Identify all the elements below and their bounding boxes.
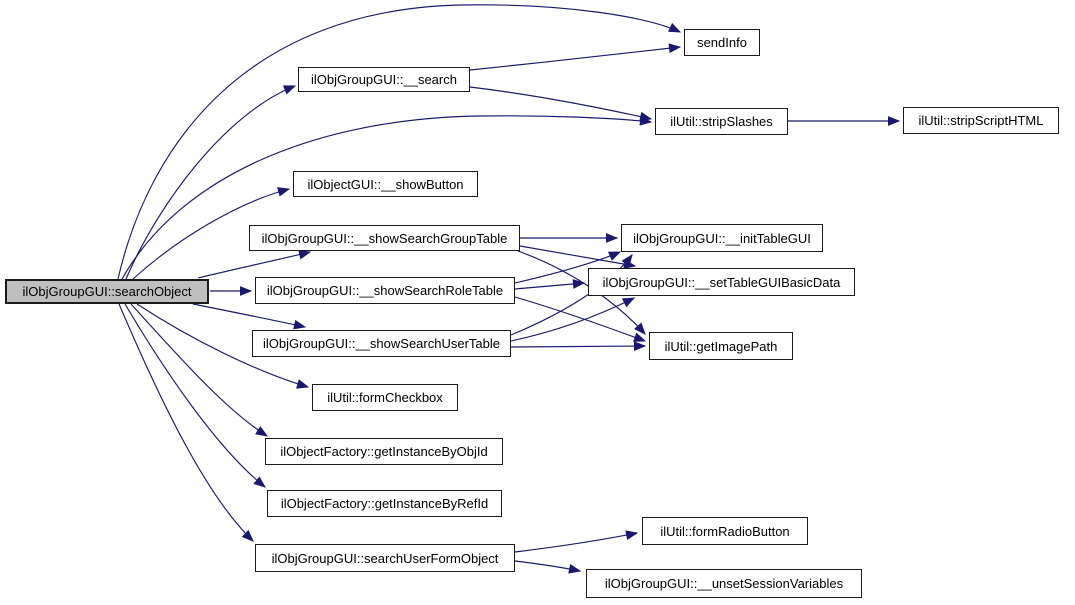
edge-search-stripSlashes — [469, 86, 653, 122]
edge-searchObject-getInstanceByRefId — [124, 303, 266, 488]
node-getImagePath[interactable]: ilUtil::getImagePath — [649, 332, 793, 360]
edge-showSearchUserTable-getImagePath — [510, 341, 647, 351]
node-setTableGUIBasicData[interactable]: ilObjGroupGUI::__setTableGUIBasicData — [588, 268, 855, 296]
node-stripSlashes[interactable]: ilUtil::stripSlashes — [655, 108, 788, 135]
node-showSearchUserTable[interactable]: ilObjGroupGUI::__showSearchUserTable — [252, 330, 511, 357]
edge-searchObject-getInstanceByObjId — [130, 303, 269, 437]
node-search[interactable]: ilObjGroupGUI::__search — [298, 67, 470, 92]
edge-showSearchGroupTable-setTableGUIBasicData — [519, 245, 637, 269]
edge-showSearchRoleTable-initTableGUI — [514, 251, 622, 284]
edge-showSearchRoleTable-setTableGUIBasicData — [514, 279, 586, 290]
edge-searchUserFormObject-formRadioButton — [514, 530, 639, 553]
node-formCheckbox[interactable]: ilUtil::formCheckbox — [312, 384, 458, 411]
edge-searchUserFormObject-unsetSessionVariables — [514, 560, 582, 574]
node-stripScriptHTML[interactable]: ilUtil::stripScriptHTML — [903, 107, 1059, 134]
edge-searchObject-sendInfo — [117, 4, 682, 280]
edge-searchObject-searchUserFormObject — [118, 303, 254, 542]
edge-searchObject-showButton — [132, 187, 291, 280]
edge-searchObject-formCheckbox — [136, 303, 310, 389]
node-sendInfo[interactable]: sendInfo — [684, 29, 760, 56]
node-getInstanceByRefId[interactable]: ilObjectFactory::getInstanceByRefId — [267, 490, 502, 517]
edge-showSearchUserTable-setTableGUIBasicData — [510, 297, 636, 342]
node-formRadioButton[interactable]: ilUtil::formRadioButton — [642, 517, 808, 545]
node-unsetSessionVariables[interactable]: ilObjGroupGUI::__unsetSessionVariables — [586, 569, 862, 598]
edge-showSearchRoleTable-getImagePath — [514, 296, 647, 342]
edge-searchObject-showSearchGroupTable — [197, 249, 312, 279]
node-showSearchGroupTable[interactable]: ilObjGroupGUI::__showSearchGroupTable — [249, 225, 520, 251]
node-searchUserFormObject[interactable]: ilObjGroupGUI::searchUserFormObject — [255, 544, 515, 572]
edge-search-sendInfo — [469, 43, 682, 71]
node-getInstanceByObjId[interactable]: ilObjectFactory::getInstanceByObjId — [265, 438, 503, 465]
node-searchObject[interactable]: ilObjGroupGUI::searchObject — [5, 279, 209, 304]
node-initTableGUI[interactable]: ilObjGroupGUI::__initTableGUI — [621, 224, 823, 252]
edge-searchObject-showSearchUserTable — [192, 303, 307, 330]
edge-searchObject-stripSlashes — [121, 115, 653, 280]
node-showSearchRoleTable[interactable]: ilObjGroupGUI::__showSearchRoleTable — [255, 277, 515, 304]
node-showButton[interactable]: ilObjectGUI::__showButton — [293, 171, 478, 197]
edge-searchObject-search — [125, 85, 297, 280]
